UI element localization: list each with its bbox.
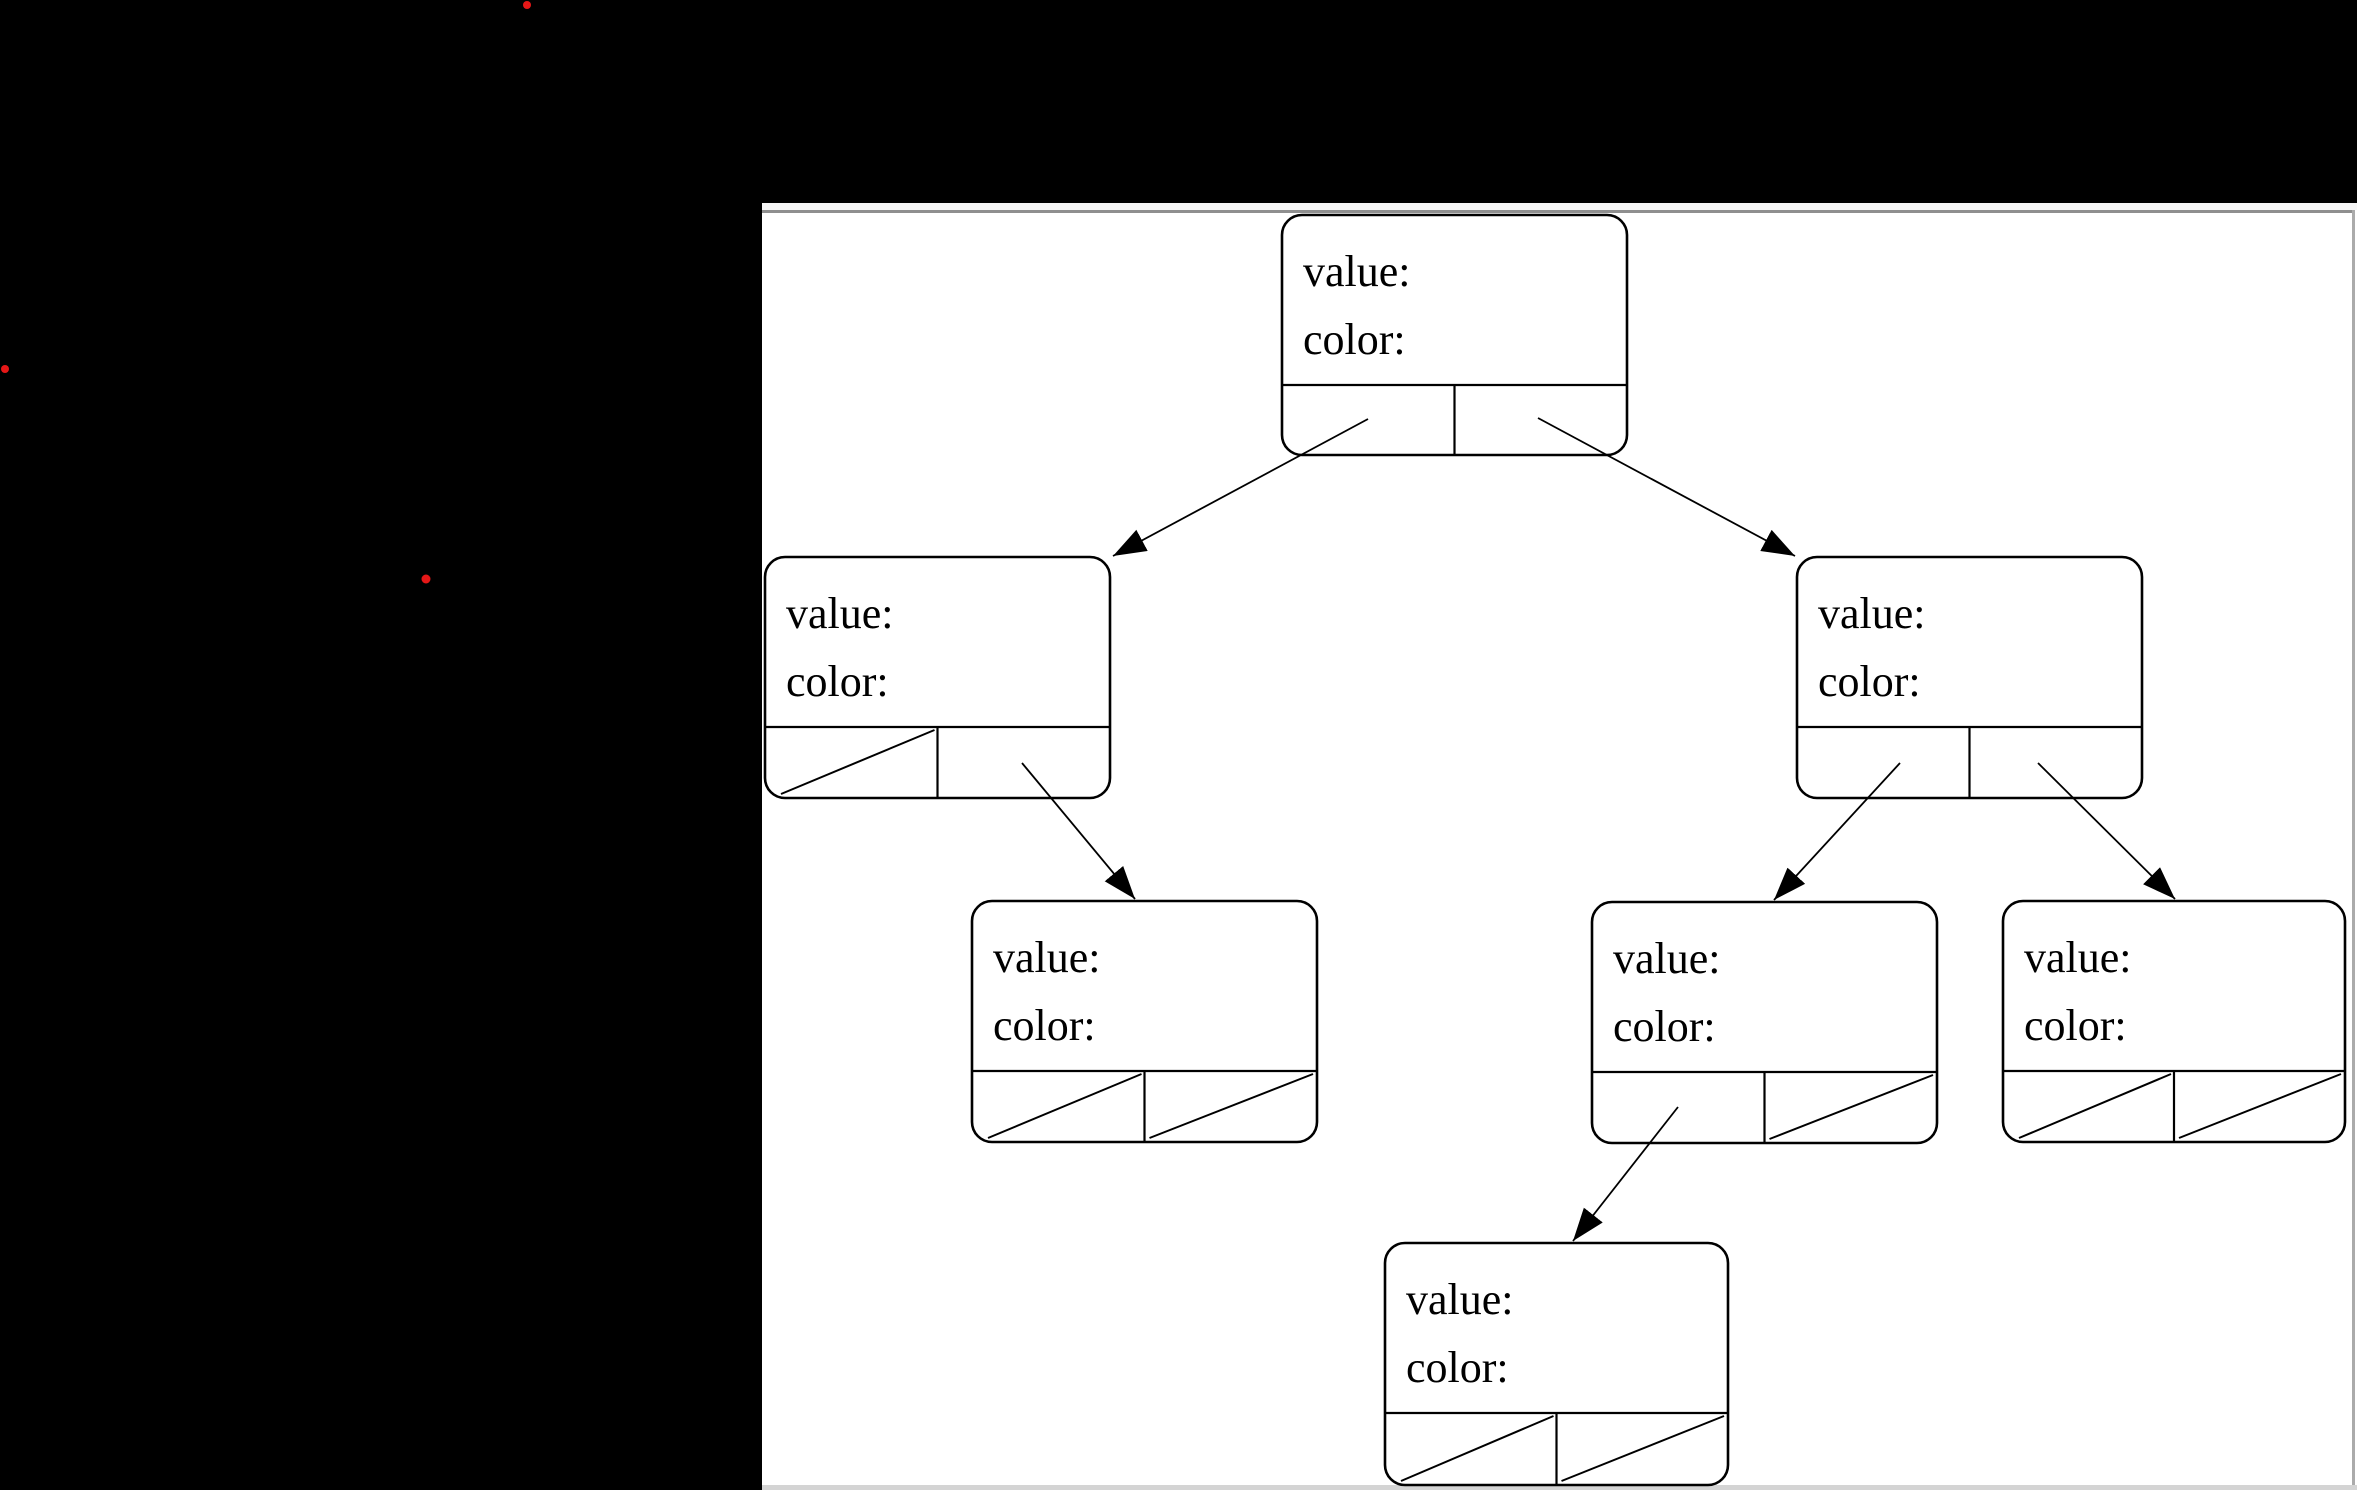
- null-pointer-slash-right: [1149, 1073, 1314, 1139]
- node-field-color: color:: [1406, 1343, 1509, 1392]
- node-field-value: value:: [786, 589, 894, 638]
- node-field-color: color:: [1303, 315, 1406, 364]
- node-field-value: value:: [1818, 589, 1926, 638]
- null-pointer-slash-left: [2018, 1073, 2172, 1139]
- page-right-border: [2352, 210, 2355, 1487]
- node-field-color: color:: [993, 1001, 1096, 1050]
- tree-node-root: value: color:: [1280, 213, 1629, 457]
- red-dots-layer: [1, 1, 531, 584]
- null-pointer-slash-right: [2178, 1073, 2342, 1139]
- tree-node-left-child: value: color:: [763, 555, 1112, 800]
- null-pointer-slash-right: [1561, 1415, 1725, 1482]
- null-pointer-slash-right: [1769, 1074, 1934, 1140]
- null-pointer-slash-left: [780, 729, 935, 795]
- page-top-strip: [762, 203, 2357, 210]
- node-field-value: value:: [1406, 1275, 1514, 1324]
- tree-nodes-layer: value:color:value:color:value:color:valu…: [763, 213, 2347, 1487]
- tree-edges-layer: [1021, 417, 2176, 1242]
- pointer-arrow-right-child-left-to-right-left-child: [1773, 762, 1901, 901]
- tree-node-right-right-child: value: color:: [2001, 899, 2347, 1144]
- tree-node-right-child: value: color:: [1795, 555, 2144, 800]
- null-pointer-slash-left: [1400, 1415, 1554, 1482]
- node-field-value: value:: [1303, 247, 1411, 296]
- tree-node-right-left-child: value: color:: [1590, 900, 1939, 1145]
- pointer-arrow-right-left-child-left-to-rl-left-child: [1572, 1106, 1679, 1242]
- pointer-arrow-root-right-to-right-child: [1537, 417, 1796, 557]
- node-field-color: color:: [1818, 657, 1921, 706]
- red-dot-2: [1, 365, 9, 373]
- red-dot-1: [523, 1, 531, 9]
- node-field-color: color:: [2024, 1001, 2127, 1050]
- page-bottom-strip: [762, 1485, 2357, 1490]
- pointer-arrow-root-left-to-left-child: [1112, 418, 1369, 557]
- page-top-border: [762, 210, 2354, 213]
- node-field-value: value:: [1613, 934, 1721, 983]
- node-field-value: value:: [993, 933, 1101, 982]
- null-pointer-slash-left: [987, 1073, 1142, 1139]
- pointer-arrow-left-child-right-to-left-right-child: [1021, 762, 1136, 900]
- node-field-color: color:: [786, 657, 889, 706]
- tree-node-rl-left-child: value: color:: [1383, 1241, 1730, 1487]
- tree-node-left-right-child: value: color:: [970, 899, 1319, 1144]
- pointer-arrow-right-child-right-to-right-right-child: [2037, 762, 2176, 900]
- red-dot-3: [421, 574, 431, 584]
- node-field-color: color:: [1613, 1002, 1716, 1051]
- node-field-value: value:: [2024, 933, 2132, 982]
